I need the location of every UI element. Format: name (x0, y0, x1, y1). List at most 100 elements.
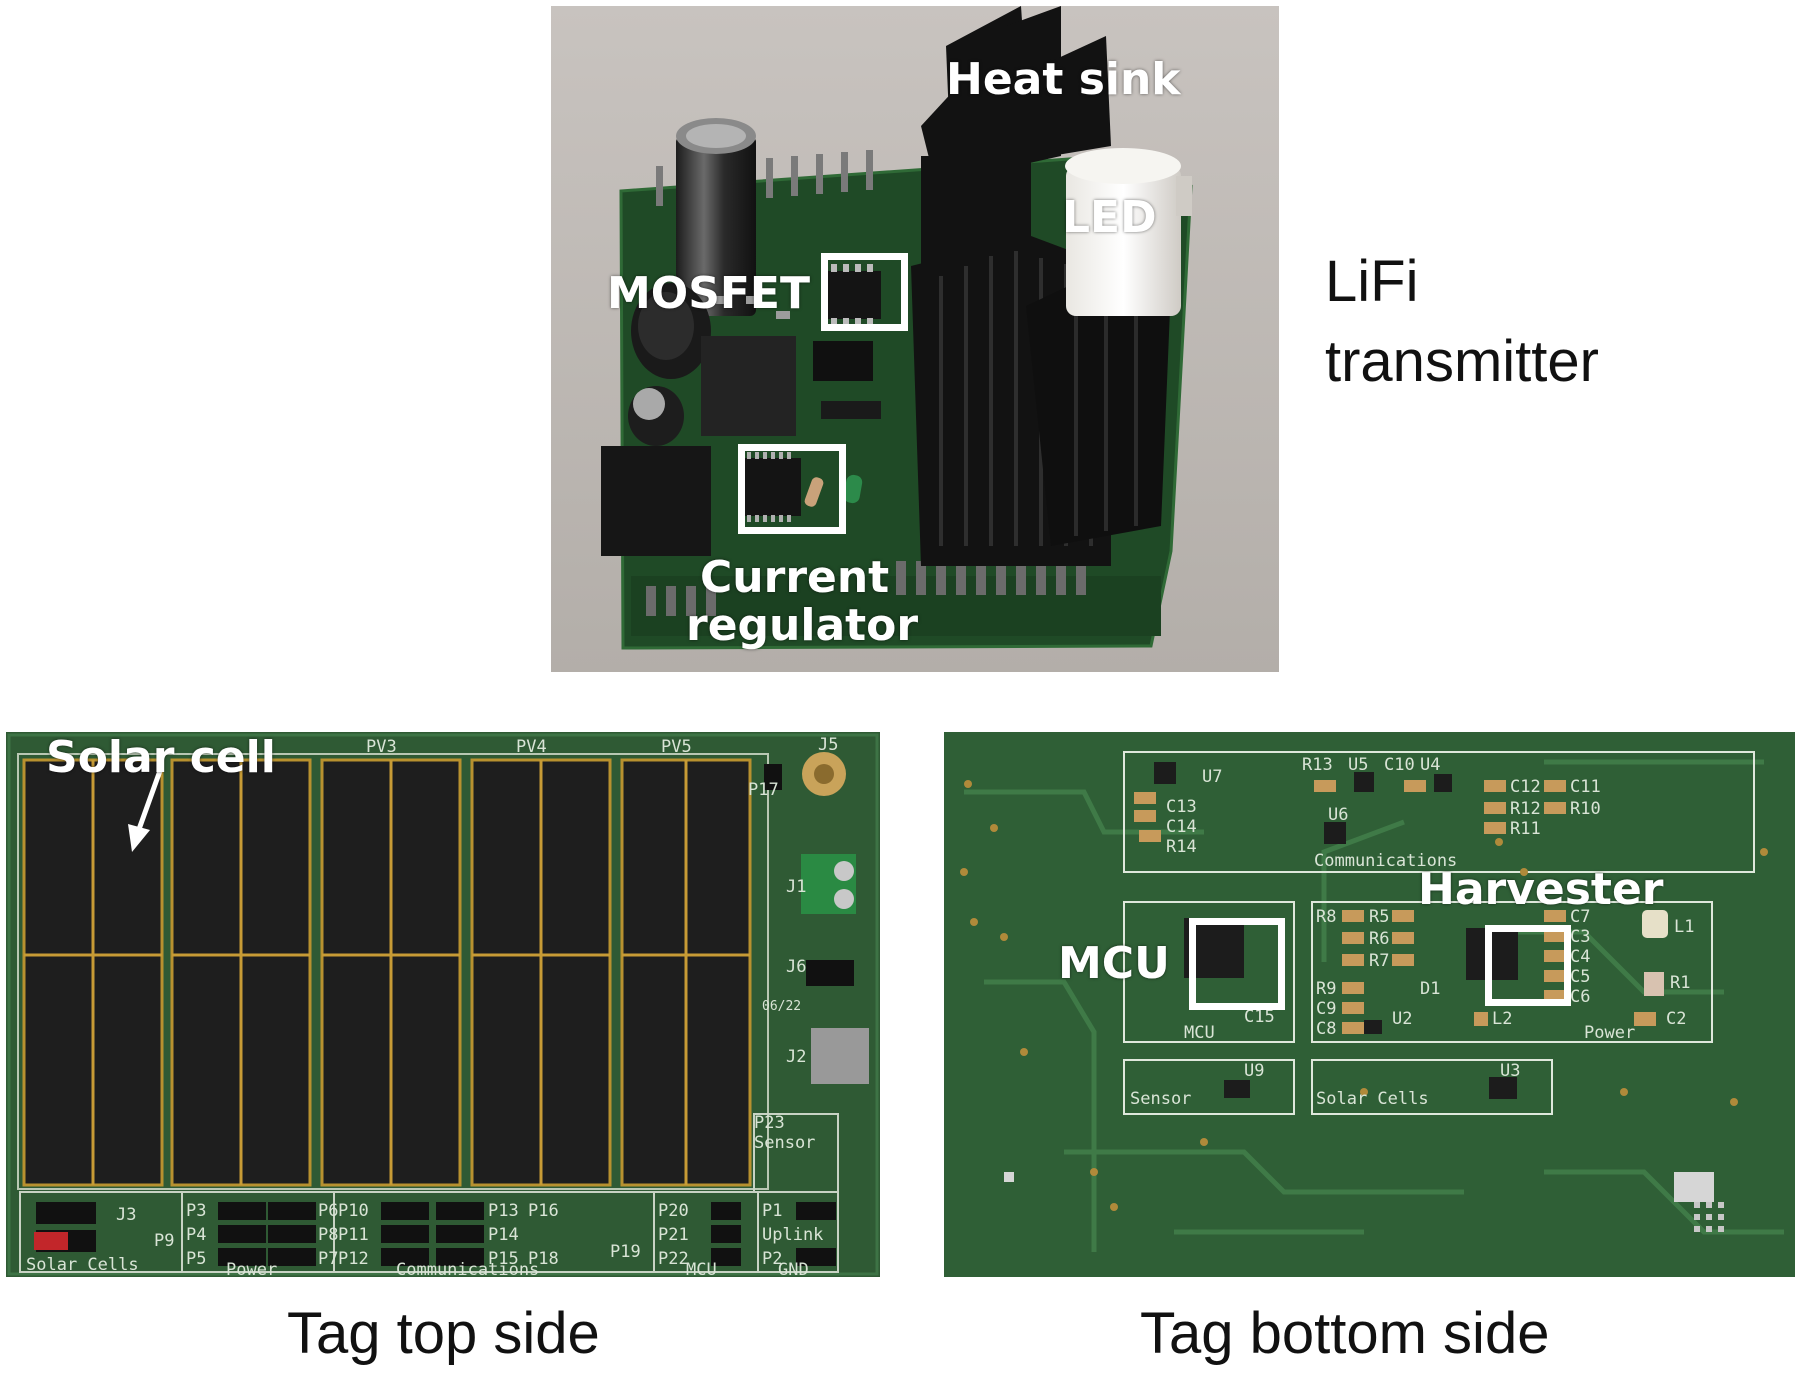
mcu-highlight-box (1189, 918, 1285, 1010)
transmitter-board-illustration (551, 6, 1279, 672)
silk-c3: C3 (1570, 927, 1590, 947)
silk-j2: J2 (786, 1047, 806, 1067)
silk-u6: U6 (1328, 805, 1348, 825)
silk-p5: P5 (186, 1249, 206, 1269)
current-regulator-label-line2: regulator (686, 600, 919, 651)
silk-uplink: Uplink (762, 1225, 823, 1245)
silk-power: Power (226, 1260, 277, 1277)
silk-c9: C9 (1316, 999, 1336, 1019)
silk-p6: P6 (318, 1201, 338, 1221)
silk-r11: R11 (1510, 819, 1541, 839)
silk-c8: C8 (1316, 1019, 1336, 1039)
silk-p4: P4 (186, 1225, 206, 1245)
silk-p19: P19 (610, 1242, 641, 1262)
silk-p11: P11 (338, 1225, 369, 1245)
silk-sensor-bottom: Sensor (1130, 1089, 1191, 1109)
silk-p8: P8 (318, 1225, 338, 1245)
silk-r1: R1 (1670, 973, 1690, 993)
silk-r7: R7 (1369, 951, 1389, 971)
silk-u5: U5 (1348, 755, 1368, 775)
silk-c6: C6 (1570, 987, 1590, 1007)
silk-u4: U4 (1420, 755, 1440, 775)
heat-sink-label: Heat sink (946, 54, 1181, 105)
tag-top-photo: PV3 PV4 PV5 J5 P17 J1 J6 06/22 J2 P23 Se… (6, 732, 880, 1277)
silk-c7: C7 (1570, 907, 1590, 927)
silk-pv5: PV5 (661, 737, 692, 757)
silk-mcu: MCU (686, 1260, 717, 1277)
silk-r5: R5 (1369, 907, 1389, 927)
silk-sensor: Sensor (754, 1133, 815, 1153)
silk-l2: L2 (1492, 1009, 1512, 1029)
silk-c5: C5 (1570, 967, 1590, 987)
silk-r10: R10 (1570, 799, 1601, 819)
silk-p3: P3 (186, 1201, 206, 1221)
solar-cell-arrow (128, 767, 164, 852)
silk-c15: C15 (1244, 1007, 1275, 1027)
tag-top-board-illustration: PV3 PV4 PV5 J5 P17 J1 J6 06/22 J2 P23 Se… (6, 732, 880, 1277)
silk-c4: C4 (1570, 947, 1590, 967)
silk-pv3: PV3 (366, 737, 397, 757)
solar-cell-label: Solar cell (46, 732, 276, 783)
lifi-transmitter-caption-line2: transmitter (1325, 329, 1599, 394)
silk-l1: L1 (1674, 917, 1694, 937)
silk-u7: U7 (1202, 767, 1222, 787)
silk-d1: D1 (1420, 979, 1440, 999)
silk-communications-bottom: Communications (1314, 851, 1457, 871)
tag-top-side-caption: Tag top side (287, 1301, 600, 1366)
current-regulator-highlight-box (738, 444, 846, 534)
mosfet-highlight-box (821, 253, 908, 331)
silk-j3: J3 (116, 1205, 136, 1225)
silk-p17: P17 (748, 780, 779, 800)
silk-p22: P22 (658, 1249, 689, 1269)
silk-p15: P15 (488, 1249, 519, 1269)
silk-p21: P21 (658, 1225, 689, 1245)
silk-mcu-box: MCU (1184, 1023, 1215, 1043)
silk-u3: U3 (1500, 1061, 1520, 1081)
silk-p14: P14 (488, 1225, 519, 1245)
silk-p18: P18 (528, 1249, 559, 1269)
silk-c11: C11 (1570, 777, 1601, 797)
silk-communications: Communications (396, 1260, 539, 1277)
harvester-highlight-box (1485, 925, 1571, 1006)
silk-u9: U9 (1244, 1061, 1264, 1081)
silk-j5: J5 (818, 735, 838, 755)
transmitter-photo (551, 6, 1279, 672)
lifi-transmitter-caption-line1: LiFi (1325, 249, 1419, 314)
silk-r12: R12 (1510, 799, 1541, 819)
silk-p13: P13 (488, 1201, 519, 1221)
silk-j6: J6 (786, 957, 806, 977)
silk-p10: P10 (338, 1201, 369, 1221)
silk-c13: C13 (1166, 797, 1197, 817)
silk-c2: C2 (1666, 1009, 1686, 1029)
silk-p23: P23 (754, 1113, 785, 1133)
silk-r14: R14 (1166, 837, 1197, 857)
silk-c12: C12 (1510, 777, 1541, 797)
solar-cell-panels (22, 758, 752, 1187)
silk-gnd: GND (778, 1260, 809, 1277)
silk-solar-cells-bottom: Solar Cells (1316, 1089, 1429, 1109)
silk-u2: U2 (1392, 1009, 1412, 1029)
tag-bottom-photo: U7 C13 C14 R14 R13 U5 C10 U4 U6 C12 C11 … (944, 732, 1795, 1277)
silk-p9: P9 (154, 1231, 174, 1251)
silk-r9: R9 (1316, 979, 1336, 999)
mcu-label: MCU (1058, 938, 1170, 989)
silk-p2: P2 (762, 1249, 782, 1269)
silk-pv4: PV4 (516, 737, 547, 757)
silk-r8: R8 (1316, 907, 1336, 927)
silk-power-bottom: Power (1584, 1023, 1635, 1043)
silk-solar-cells: Solar Cells (26, 1255, 139, 1275)
mosfet-label: MOSFET (607, 268, 811, 319)
tag-bottom-side-caption: Tag bottom side (1140, 1301, 1550, 1366)
silk-c10: C10 (1384, 755, 1415, 775)
led-label: LED (1062, 192, 1157, 243)
silk-version: 06/22 (762, 999, 801, 1014)
silk-r6: R6 (1369, 929, 1389, 949)
harvester-label: Harvester (1418, 864, 1664, 915)
silk-p7: P7 (318, 1249, 338, 1269)
silk-p20: P20 (658, 1201, 689, 1221)
silk-r13: R13 (1302, 755, 1333, 775)
silk-p16: P16 (528, 1201, 559, 1221)
current-regulator-label-line1: Current (700, 552, 890, 603)
tag-bottom-board-illustration: U7 C13 C14 R14 R13 U5 C10 U4 U6 C12 C11 … (944, 732, 1795, 1277)
